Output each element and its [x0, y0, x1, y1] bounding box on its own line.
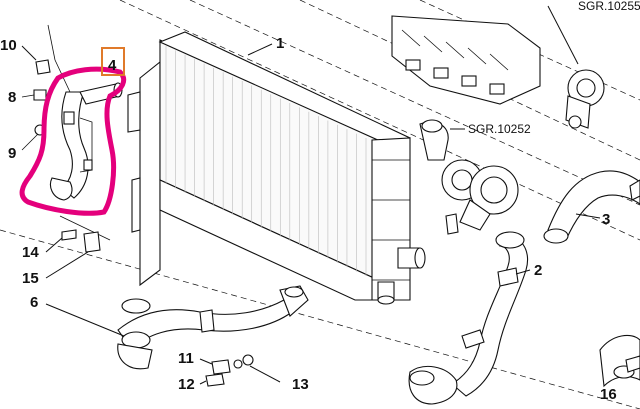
- label-6: 6: [30, 294, 38, 311]
- label-12: 12: [178, 376, 195, 393]
- hose-clamp-16: [599, 334, 640, 388]
- intercooler-fins: [165, 46, 367, 276]
- label-2: 2: [534, 262, 542, 279]
- turbocharger: [419, 119, 519, 235]
- ref-sgr-top: SGR.10255: [578, 0, 640, 13]
- ref-sgr-mid: SGR.10252: [468, 122, 531, 136]
- label-16: 16: [600, 386, 617, 403]
- label-4: 4: [108, 57, 117, 74]
- label-1: 1: [276, 35, 284, 52]
- label-3: 3: [602, 211, 610, 228]
- bolt-and-clip-14-15: [45, 229, 101, 279]
- label-15: 15: [22, 270, 39, 287]
- lower-hose-6: [45, 285, 309, 370]
- label-14: 14: [22, 244, 39, 261]
- label-8: 8: [8, 89, 16, 106]
- charge-pipe-3: [543, 170, 640, 244]
- intake-manifold: [391, 5, 605, 129]
- fasteners-11-12-13: [199, 354, 281, 387]
- label-11: 11: [178, 350, 194, 367]
- charge-pipe-2: [408, 231, 531, 405]
- highlight-outline: [19, 66, 127, 216]
- callout-box-4: [101, 47, 125, 76]
- intercooler: [127, 31, 426, 305]
- label-9: 9: [8, 145, 16, 162]
- label-13: 13: [292, 376, 309, 393]
- label-10: 10: [0, 37, 17, 54]
